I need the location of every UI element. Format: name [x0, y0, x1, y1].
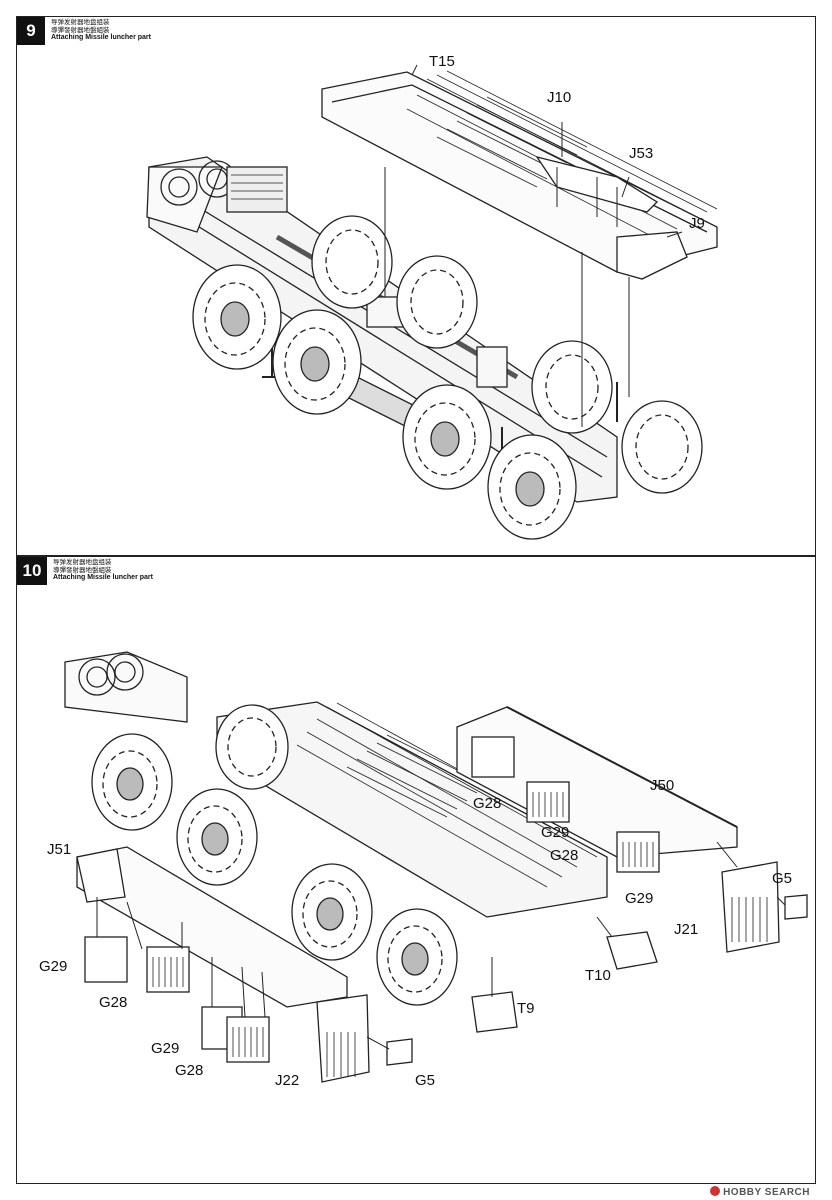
- g29-plate: [616, 831, 660, 873]
- hobby-search-logo-icon: [710, 1186, 721, 1196]
- j51-part: [76, 848, 126, 903]
- wheel: [621, 400, 703, 494]
- step-heading-en: Attaching Missile luncher part: [53, 574, 153, 582]
- label-j53: J53: [629, 145, 654, 162]
- label-j51: J51: [47, 841, 72, 858]
- step-heading-cn-alt: 導彈發射器地盤組裝: [53, 566, 112, 574]
- step-heading-en: Attaching Missile luncher part: [51, 34, 151, 42]
- step-heading: 导弹发射器地盘组装 導彈發射器地盤組裝 Attaching Missile lu…: [53, 559, 153, 582]
- wheel: [487, 434, 577, 540]
- plate-ribs: [152, 792, 768, 1077]
- label-j10: J10: [547, 89, 572, 106]
- step-heading-cn: 导弹发射器地盘组装: [53, 559, 112, 566]
- g29-plate: [526, 781, 570, 823]
- label-g5: G5: [415, 1072, 436, 1089]
- step-heading-cn-alt: 導彈發射器地盤組裝: [51, 26, 110, 34]
- step-9-panel: 9 导弹发射器地盘组装 導彈發射器地盤組裝 Attaching Missile …: [16, 16, 816, 556]
- label-t15: T15: [429, 53, 455, 70]
- step-number: 10: [17, 557, 47, 585]
- label-g29: G29: [625, 890, 654, 907]
- g28-plate: [226, 1016, 270, 1063]
- g29-plate: [84, 936, 128, 983]
- wheel: [376, 908, 458, 1006]
- assembly-guides: [384, 64, 683, 427]
- watermark: HOBBY SEARCH: [710, 1186, 810, 1198]
- label-g28: G28: [473, 795, 502, 812]
- step-10-panel: 10 导弹发射器地盘组装 導彈發射器地盤組裝 Attaching Missile…: [16, 556, 816, 1184]
- label-j21: J21: [674, 921, 699, 938]
- label-g29: G29: [541, 824, 570, 841]
- label-t9: T9: [517, 1000, 535, 1017]
- label-g5: G5: [772, 870, 793, 887]
- t10-part: [606, 931, 658, 970]
- assembly-guides: [96, 841, 786, 1050]
- label-g28: G28: [99, 994, 128, 1011]
- wheel: [91, 733, 173, 831]
- wheel: [531, 340, 613, 434]
- g5-part: [386, 1038, 413, 1066]
- wheel: [215, 704, 289, 790]
- label-j50: J50: [650, 777, 675, 794]
- label-j9: J9: [689, 215, 705, 232]
- label-t10: T10: [585, 967, 611, 984]
- wheel: [291, 863, 373, 961]
- j22-fender: [316, 994, 370, 1083]
- wheel: [311, 215, 393, 309]
- step-heading-cn: 导弹发射器地盘组装: [51, 19, 110, 26]
- wheel: [272, 309, 362, 415]
- wheel: [396, 255, 478, 349]
- g5-part: [784, 894, 808, 920]
- label-g29: G29: [39, 958, 68, 975]
- wheel: [176, 788, 258, 886]
- j10-arm: [535, 155, 659, 227]
- label-j22: J22: [275, 1072, 300, 1089]
- wheel: [402, 384, 492, 490]
- label-g28: G28: [175, 1062, 204, 1079]
- label-g28: G28: [550, 847, 579, 864]
- g28-plate: [471, 736, 515, 778]
- j9-bracket: [616, 231, 688, 280]
- step-9-illustration: [146, 64, 718, 540]
- label-g29: G29: [151, 1040, 180, 1057]
- step-heading: 导弹发射器地盘组装 導彈發射器地盤組裝 Attaching Missile lu…: [51, 19, 151, 42]
- t9-part: [471, 991, 518, 1033]
- watermark-text: HOBBY SEARCH: [723, 1187, 810, 1198]
- j21-fender: [721, 861, 780, 953]
- step-10-illustration: [64, 651, 808, 1083]
- step-number: 9: [17, 17, 45, 45]
- g28-plate: [146, 946, 190, 993]
- wheel: [192, 264, 282, 370]
